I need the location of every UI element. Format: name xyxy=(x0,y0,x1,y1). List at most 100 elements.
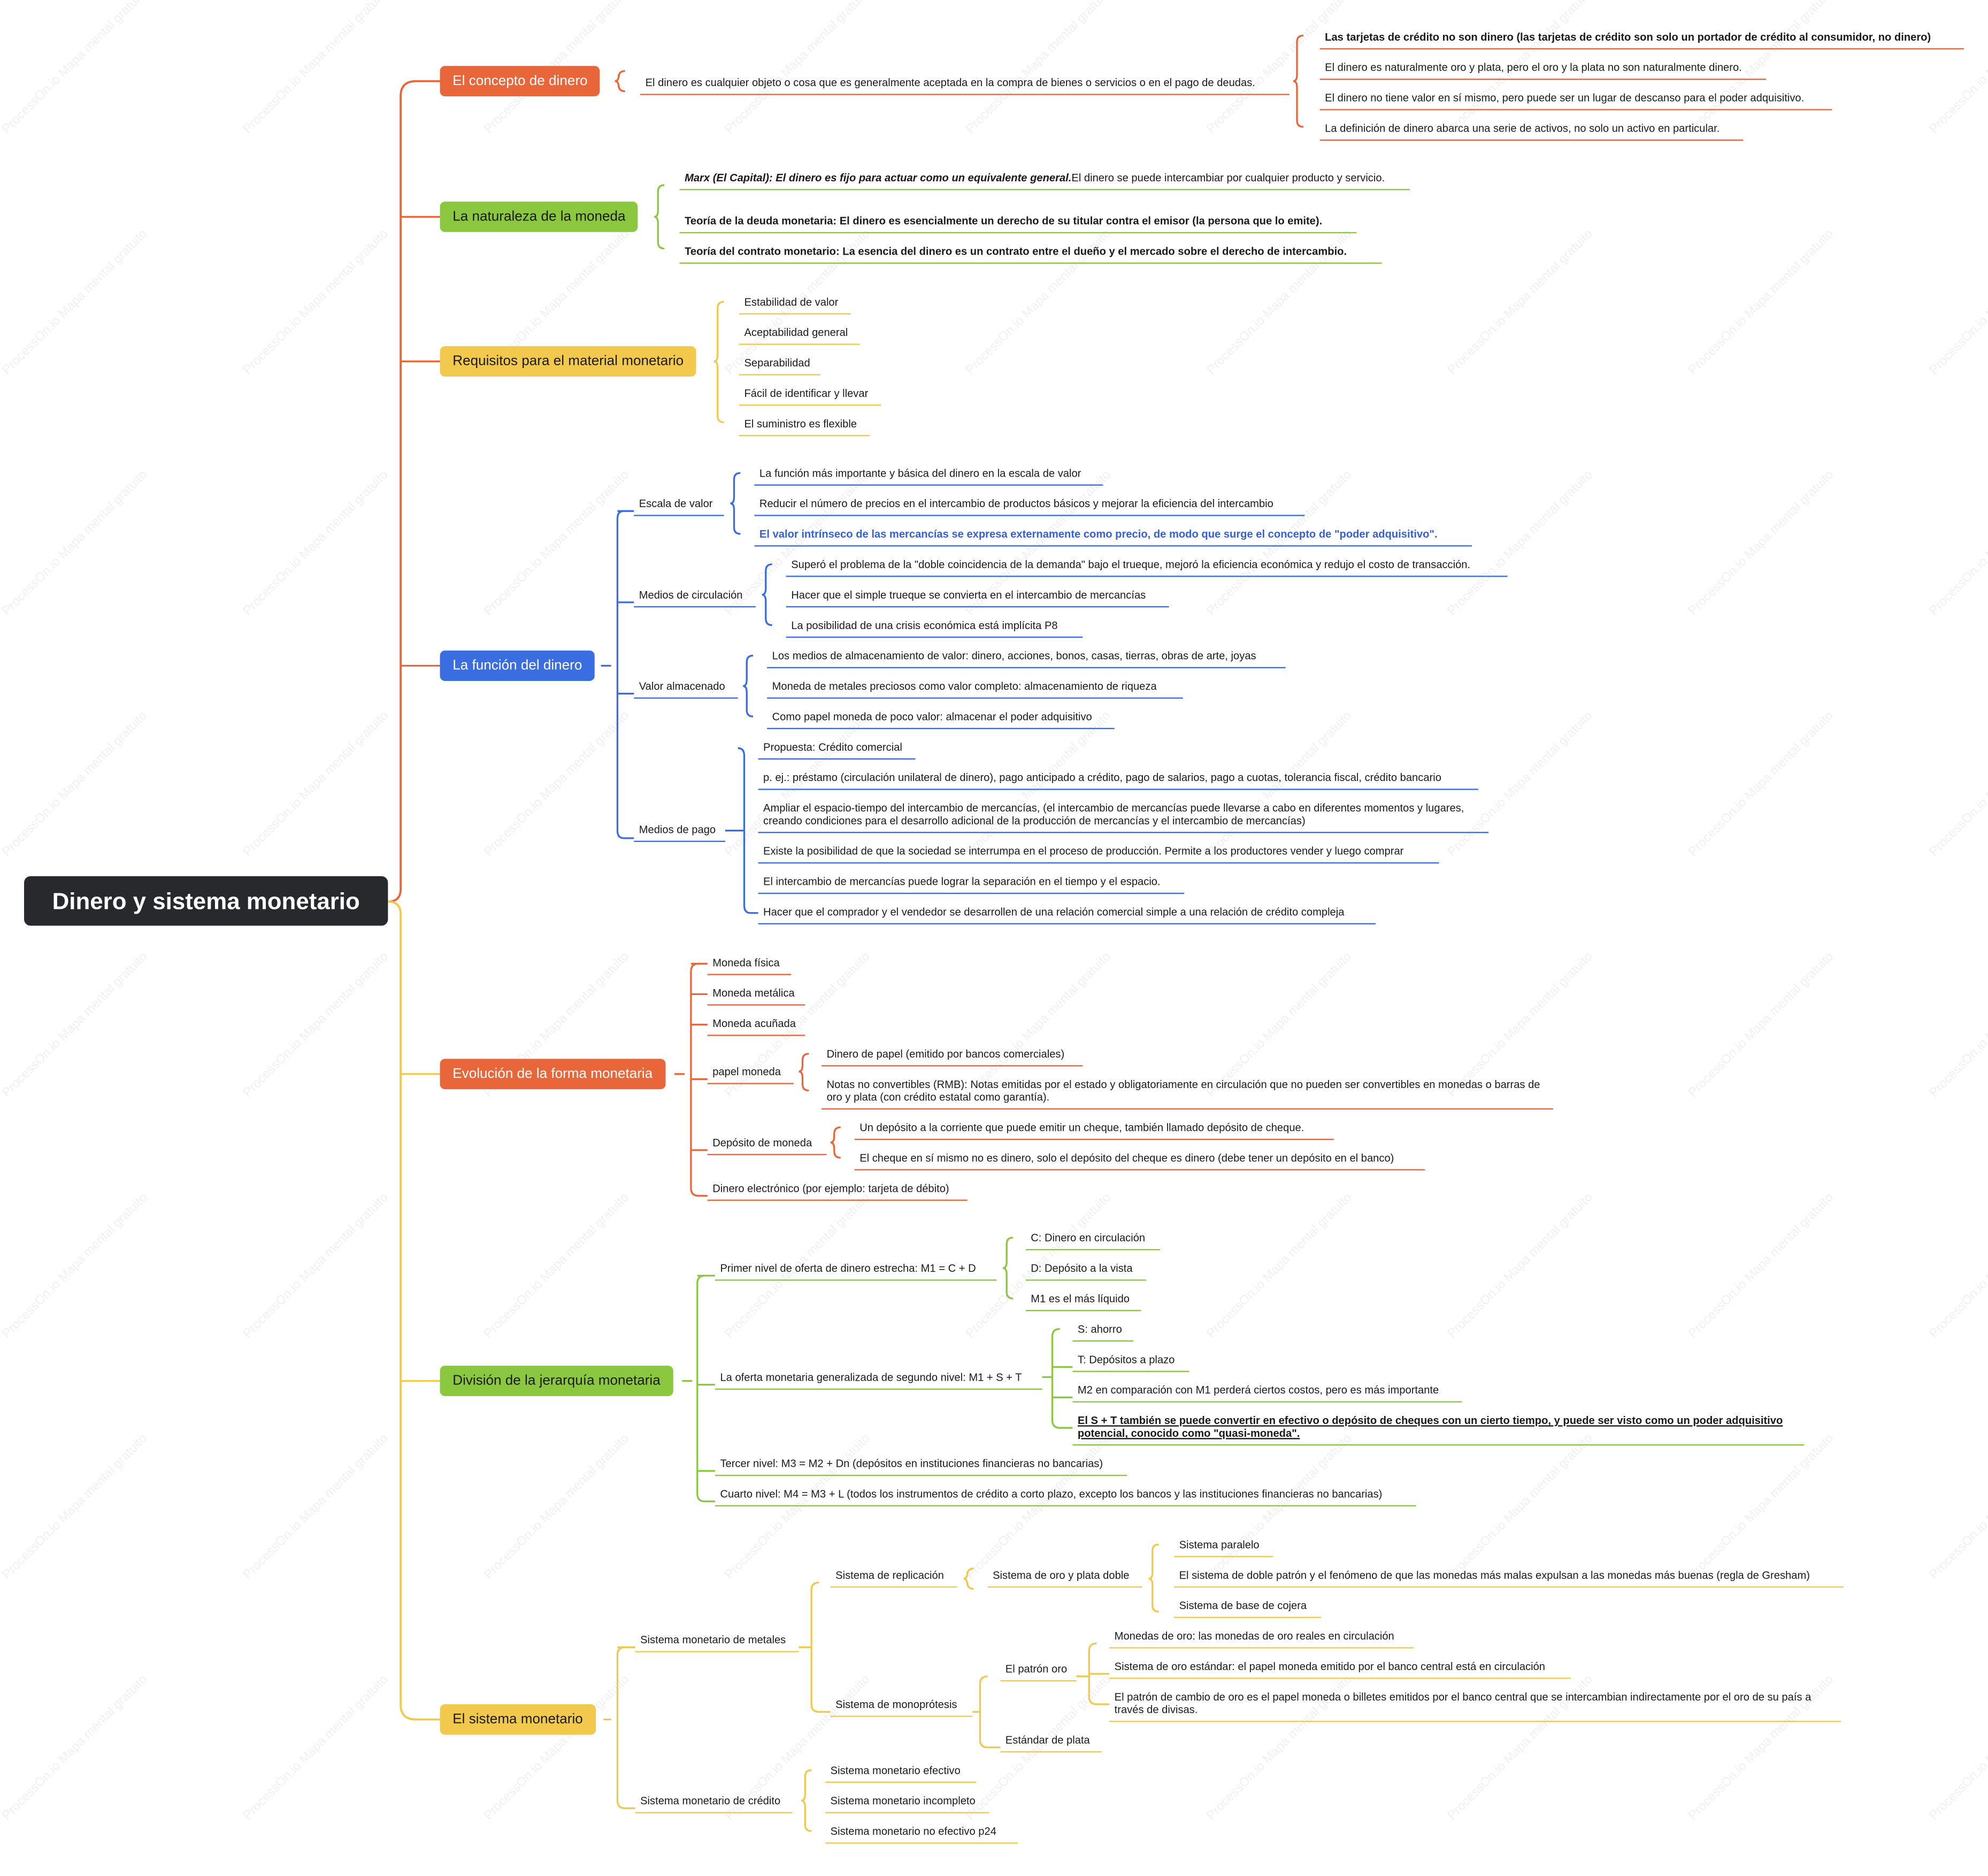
papel-item[interactable]: Notas no convertibles (RMB): Notas emiti… xyxy=(822,1078,1553,1110)
oro-item[interactable]: Sistema de oro estándar: el papel moneda… xyxy=(1109,1660,1571,1679)
m2-item[interactable]: T: Depósitos a plazo xyxy=(1072,1353,1189,1372)
deposito-item[interactable]: Un depósito a la corriente que puede emi… xyxy=(854,1121,1334,1140)
pago-item[interactable]: El intercambio de mercancías puede logra… xyxy=(758,875,1185,894)
m2-item[interactable]: El S + T también se puede convertir en e… xyxy=(1072,1414,1805,1446)
node-evolucion[interactable]: Evolución de la forma monetaria xyxy=(440,1059,665,1090)
oro-spine xyxy=(1088,1642,1110,1705)
oro-item[interactable]: Monedas de oro: las monedas de oro reale… xyxy=(1109,1629,1414,1649)
node-naturaleza[interactable]: La naturaleza de la moneda xyxy=(440,201,639,232)
brace xyxy=(762,563,772,626)
m2-spine xyxy=(1051,1328,1073,1429)
concepto-item[interactable]: El dinero no tiene valor en sí mismo, pe… xyxy=(1319,91,1832,111)
escala-item[interactable]: El valor intrínseco de las mercancías se… xyxy=(754,527,1472,547)
funcion-almacenado[interactable]: Valor almacenado xyxy=(634,680,738,699)
evolucion-papel[interactable]: papel moneda xyxy=(707,1065,794,1084)
evolucion-deposito[interactable]: Depósito de moneda xyxy=(707,1136,827,1155)
concepto-definition[interactable]: El dinero es cualquier objeto o cosa que… xyxy=(640,76,1289,95)
evolucion-metalica[interactable]: Moneda metálica xyxy=(707,986,805,1006)
naturaleza-marx[interactable]: Marx (El Capital): El dinero es fijo par… xyxy=(679,171,1410,190)
credito-item[interactable]: Sistema monetario efectivo xyxy=(825,1764,977,1783)
node-sistema[interactable]: El sistema monetario xyxy=(440,1704,596,1735)
almacenado-item[interactable]: Como papel moneda de poco valor: almacen… xyxy=(767,710,1115,730)
requisito-item[interactable]: Aceptabilidad general xyxy=(739,326,860,345)
sistema-spine xyxy=(616,1646,635,1809)
papel-item[interactable]: Dinero de papel (emitido por bancos come… xyxy=(822,1047,1083,1067)
naturaleza-contrato[interactable]: Teoría del contrato monetario: La esenci… xyxy=(679,245,1382,264)
requisito-item[interactable]: El suministro es flexible xyxy=(739,417,870,437)
m2-item[interactable]: M2 en comparación con M1 perderá ciertos… xyxy=(1072,1383,1462,1403)
pago-item[interactable]: Hacer que el comprador y el vendedor se … xyxy=(758,906,1376,925)
node-requisitos[interactable]: Requisitos para el material monetario xyxy=(440,346,696,377)
naturaleza-deuda[interactable]: Teoría de la deuda monetaria: El dinero … xyxy=(679,215,1357,234)
circulacion-item[interactable]: Superó el problema de la "doble coincide… xyxy=(786,558,1508,577)
funcion-escala[interactable]: Escala de valor xyxy=(634,497,724,516)
brace xyxy=(730,472,741,535)
requisito-item[interactable]: Fácil de identificar y llevar xyxy=(739,387,881,406)
sistema-credito[interactable]: Sistema monetario de crédito xyxy=(635,1794,793,1813)
deposito-item[interactable]: El cheque en sí mismo no es dinero, solo… xyxy=(854,1151,1425,1170)
brace xyxy=(963,1567,974,1590)
brace xyxy=(1148,1543,1159,1613)
pago-item[interactable]: Existe la posibilidad de que la sociedad… xyxy=(758,845,1439,864)
brace xyxy=(713,301,724,424)
monoprotesis-spine xyxy=(979,1675,1001,1749)
requisito-item[interactable]: Estabilidad de valor xyxy=(739,295,851,315)
evolucion-electronico[interactable]: Dinero electrónico (por ejemplo: tarjeta… xyxy=(707,1182,968,1201)
monoprotesis-plata[interactable]: Estándar de plata xyxy=(1000,1733,1102,1753)
concepto-item[interactable]: La definición de dinero abarca una serie… xyxy=(1319,122,1744,141)
trunk-lower xyxy=(388,900,440,1721)
sistema-monoprotesis[interactable]: Sistema de monoprótesis xyxy=(830,1698,973,1717)
brace xyxy=(1293,34,1303,128)
circulacion-item[interactable]: Hacer que el simple trueque se convierta… xyxy=(786,588,1169,608)
pago-item[interactable]: Propuesta: Crédito comercial xyxy=(758,740,916,760)
jerarquia-m1[interactable]: Primer nivel de oferta de dinero estrech… xyxy=(715,1262,997,1281)
concepto-item[interactable]: Las tarjetas de crédito no son dinero (l… xyxy=(1319,30,1964,50)
funcion-circulacion[interactable]: Medios de circulación xyxy=(634,588,756,608)
m2-item[interactable]: S: ahorro xyxy=(1072,1322,1134,1342)
pago-spine xyxy=(738,747,758,914)
node-jerarquia[interactable]: División de la jerarquía monetaria xyxy=(440,1366,673,1396)
sistema-metales[interactable]: Sistema monetario de metales xyxy=(635,1633,799,1652)
jerarquia-m2[interactable]: La oferta monetaria generalizada de segu… xyxy=(715,1371,1042,1390)
node-funcion[interactable]: La función del dinero xyxy=(440,650,595,681)
m1-item[interactable]: D: Depósito a la vista xyxy=(1025,1262,1146,1281)
m1-item[interactable]: C: Dinero en circulación xyxy=(1025,1231,1161,1251)
pago-item[interactable]: Ampliar el espacio-tiempo del intercambi… xyxy=(758,801,1488,833)
node-concepto[interactable]: El concepto de dinero xyxy=(440,66,601,97)
root-node[interactable]: Dinero y sistema monetario xyxy=(24,876,388,926)
evolucion-acunada[interactable]: Moneda acuñada xyxy=(707,1017,805,1036)
funcion-pago[interactable]: Medios de pago xyxy=(634,823,725,843)
escala-item[interactable]: La función más importante y básica del d… xyxy=(754,466,1103,486)
brace xyxy=(615,70,625,93)
evolucion-fisica[interactable]: Moneda física xyxy=(707,956,792,975)
funcion-spine xyxy=(616,510,634,839)
brace xyxy=(742,654,754,717)
oro-item[interactable]: El patrón de cambio de oro es el papel m… xyxy=(1109,1690,1841,1722)
credito-item[interactable]: Sistema monetario incompleto xyxy=(825,1794,989,1813)
brace xyxy=(830,1126,841,1159)
escala-item[interactable]: Reducir el número de precios en el inter… xyxy=(754,497,1305,516)
requisito-item[interactable]: Separabilidad xyxy=(739,356,820,376)
concepto-item[interactable]: El dinero es naturalmente oro y plata, p… xyxy=(1319,61,1767,80)
sistema-doble[interactable]: Sistema de oro y plata doble xyxy=(987,1568,1142,1588)
metales-spine xyxy=(810,1581,831,1713)
marx-quote: Marx (El Capital): El dinero es fijo par… xyxy=(685,171,1072,184)
trunk-upper xyxy=(388,80,440,903)
almacenado-item[interactable]: Los medios de almacenamiento de valor: d… xyxy=(767,649,1286,669)
doble-item[interactable]: Sistema de base de cojera xyxy=(1174,1599,1322,1618)
jerarquia-m4[interactable]: Cuarto nivel: M4 = M3 + L (todos los ins… xyxy=(715,1488,1416,1507)
credito-item[interactable]: Sistema monetario no efectivo p24 xyxy=(825,1825,1018,1844)
jerarquia-m3[interactable]: Tercer nivel: M3 = M2 + Dn (depósitos en… xyxy=(715,1457,1127,1476)
sistema-replicacion[interactable]: Sistema de replicación xyxy=(830,1568,957,1588)
monoprotesis-oro[interactable]: El patrón oro xyxy=(1000,1663,1077,1682)
circulacion-item[interactable]: La posibilidad de una crisis económica e… xyxy=(786,619,1083,638)
brace xyxy=(801,1769,812,1832)
brace xyxy=(654,184,665,250)
doble-item[interactable]: Sistema paralelo xyxy=(1174,1538,1273,1557)
pago-item[interactable]: p. ej.: préstamo (circulación unilateral… xyxy=(758,771,1479,790)
doble-item[interactable]: El sistema de doble patrón y el fenómeno… xyxy=(1174,1568,1844,1588)
almacenado-item[interactable]: Moneda de metales preciosos como valor c… xyxy=(767,680,1183,699)
m1-item[interactable]: M1 es el más líquido xyxy=(1025,1292,1141,1312)
